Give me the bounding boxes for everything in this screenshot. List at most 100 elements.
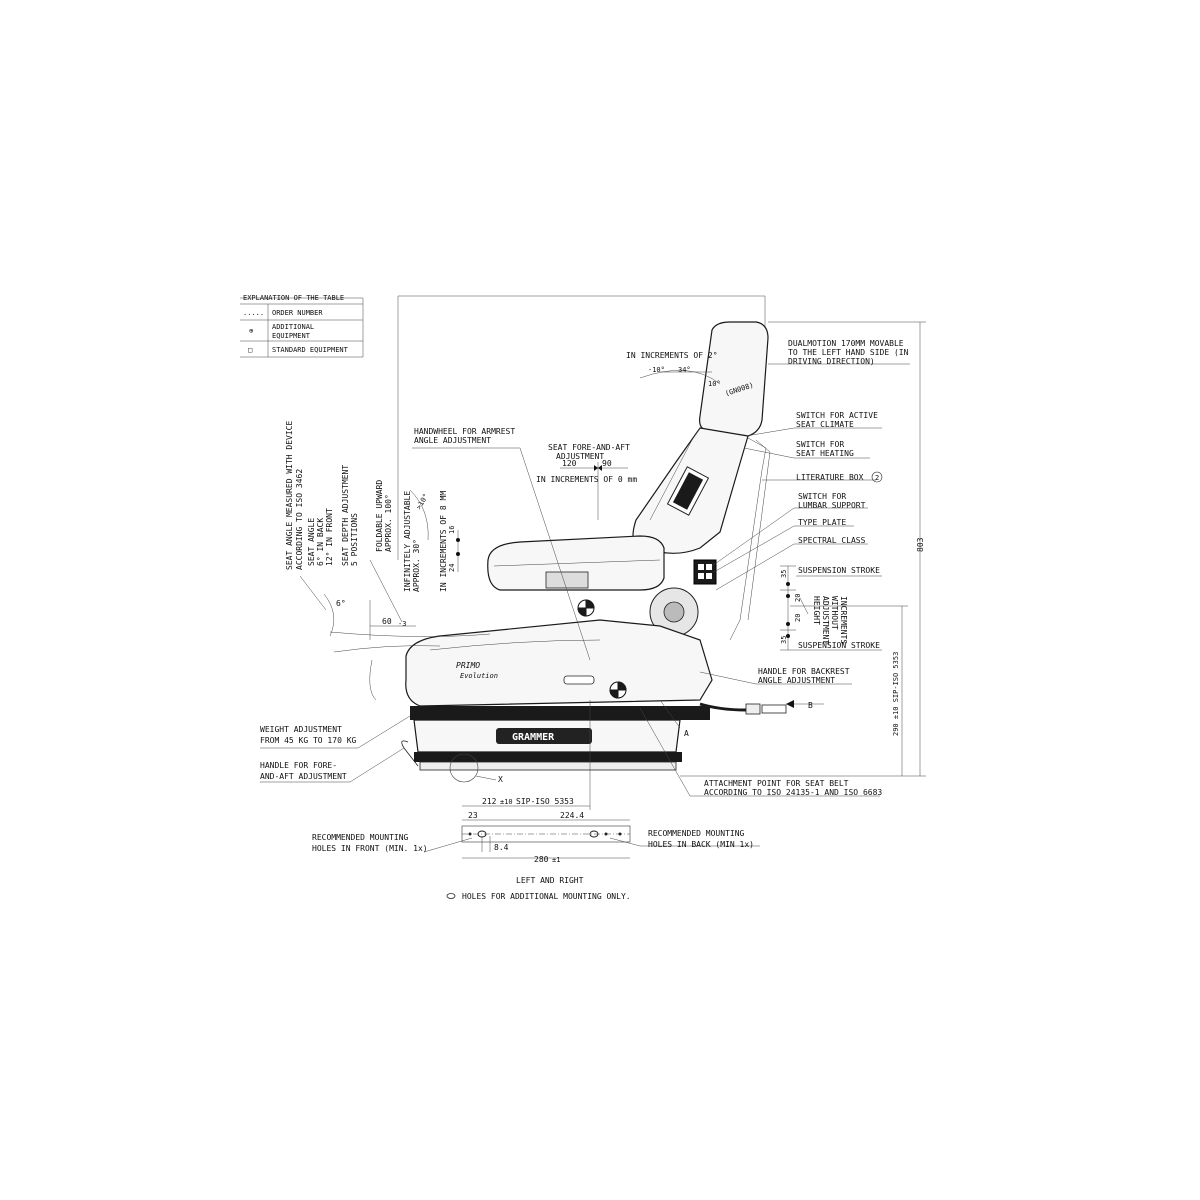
dim-212-std: SIP-ISO 5353: [516, 797, 574, 806]
dim-gt-10: >10°: [415, 492, 430, 511]
dim-290: 290 ±10 SIP-ISO 5353: [892, 652, 900, 736]
dim-6: 6°: [336, 599, 346, 608]
legend-table: EXPLANATION OF THE TABLE ..... ORDER NUM…: [240, 294, 364, 358]
model-name-2: Evolution: [460, 672, 498, 680]
callout-fore-aft-1: SEAT FORE-AND-AFT: [548, 443, 630, 452]
callout-backrest-increments: IN INCREMENTS OF 2°: [626, 351, 718, 360]
dim-212-tol: ±10: [500, 798, 513, 806]
model-name-1: PRIMO: [456, 661, 480, 670]
dim-35-top: 35: [780, 570, 788, 578]
callout-fore-aft-increments: IN INCREMENTS OF 0 mm: [536, 475, 637, 484]
callout-lumbar-2: LUMBAR SUPPORT: [798, 501, 866, 510]
callout-type-plate: TYPE PLATE: [798, 518, 846, 527]
dim-20-bottom: 20: [794, 614, 802, 622]
dim-23: 23: [468, 811, 478, 820]
legend-label-additional-2: EQUIPMENT: [272, 332, 311, 340]
dim-120: 120: [562, 459, 577, 468]
dim-280-tol: ±1: [552, 856, 560, 864]
legend-header: EXPLANATION OF THE TABLE: [243, 294, 344, 302]
callout-dualmotion-1: DUALMOTION 170MM MOVABLE: [788, 339, 904, 348]
legend-symbol-order: .....: [243, 309, 264, 317]
dim-minus-10: -10°: [648, 366, 665, 374]
callout-mount-front-1: RECOMMENDED MOUNTING: [312, 833, 409, 842]
callout-handle-fore-aft-2: AND-AFT ADJUSTMENT: [260, 772, 347, 781]
callout-suspension-top: SUSPENSION STROKE: [798, 566, 880, 575]
seat-illustration: (GN008) PRIMO Evolution GRAMMER: [329, 321, 787, 771]
dim-minus-3: -3: [398, 620, 406, 628]
callout-left-right: LEFT AND RIGHT: [516, 876, 584, 885]
callout-handle-fore-aft-1: HANDLE FOR FORE-: [260, 761, 337, 770]
marker-x: X: [498, 775, 503, 784]
callout-mount-back-1: RECOMMENDED MOUNTING: [648, 829, 745, 838]
cg-mark-lower: [609, 681, 627, 699]
callout-weight-2: FROM 45 KG TO 170 KG: [260, 736, 357, 745]
callout-handwheel-1: HANDWHEEL FOR ARMREST: [414, 427, 515, 436]
callout-height-adj-1: HEIGHT: [812, 596, 821, 625]
callout-holes-note: HOLES FOR ADDITIONAL MOUNTING ONLY.: [462, 892, 631, 901]
callout-backrest-handle-1: HANDLE FOR BACKREST: [758, 667, 850, 676]
lower-rail: [414, 752, 682, 762]
fore-aft-handle: [401, 740, 419, 767]
vlabel-seat-angle-1: SEAT ANGLE: [307, 518, 316, 566]
callout-literature-number: 2: [875, 474, 879, 482]
vertical-labels: SEAT ANGLE MEASURED WITH DEVICE ACCORDIN…: [285, 421, 448, 592]
slide-rail: [419, 761, 677, 771]
dim-224: 224.4: [560, 811, 584, 820]
cable: [699, 702, 747, 712]
vlabel-seat-depth-2: 5 POSITIONS: [350, 513, 359, 566]
marker-a: A: [684, 729, 689, 738]
brand-plate: [496, 728, 592, 744]
backrest-label-inner: [672, 472, 704, 510]
dim-212: 212: [482, 797, 497, 806]
callout-mount-back-2: HOLES IN BACK (MIN 1x): [648, 840, 754, 849]
callout-height-adj-3: WITHOUT: [830, 596, 839, 630]
dim-16: 16: [448, 526, 456, 534]
cg-mark-upper: [577, 599, 595, 617]
vlabel-infinitely-2: APPROX. 30°: [412, 539, 421, 592]
callout-texts: DUALMOTION 170MM MOVABLE TO THE LEFT HAN…: [260, 339, 909, 901]
callout-climate-2: SEAT CLIMATE: [796, 420, 854, 429]
dim-8-4: 8.4: [494, 843, 509, 852]
legend-symbol-standard: □: [248, 346, 252, 354]
vlabel-increments-8: IN INCREMENTS OF 8 MM: [439, 491, 448, 592]
callout-height-adj-4: INCREMENTS: [839, 596, 848, 644]
callout-climate-1: SWITCH FOR ACTIVE: [796, 411, 878, 420]
base-handle: [563, 675, 595, 685]
vlabel-seat-angle-device-2: ACCORDING TO ISO 3462: [295, 469, 304, 570]
callout-seat-belt-1: ATTACHMENT POINT FOR SEAT BELT: [704, 779, 849, 788]
vlabel-seat-angle-2: 6° IN BACK: [316, 518, 325, 566]
callout-literature: LITERATURE BOX: [796, 473, 864, 482]
callout-heating-2: SEAT HEATING: [796, 449, 854, 458]
callout-height-adj-2: ADJUSTMENT: [821, 596, 830, 644]
dim-10: 10°: [708, 380, 721, 388]
dim-20-top: 20: [794, 594, 802, 602]
vlabel-foldable-2: APPROX. 100°: [384, 494, 393, 552]
legend-symbol-additional: ⊕: [249, 327, 254, 335]
brand-name: GRAMMER: [512, 732, 555, 743]
seat-base: [405, 619, 713, 707]
callout-mount-front-2: HOLES IN FRONT (MIN. 1x): [312, 844, 428, 853]
armrest-bracket: [545, 571, 589, 589]
legend-label-additional-1: ADDITIONAL: [272, 323, 314, 331]
callout-handwheel-2: ANGLE ADJUSTMENT: [414, 436, 491, 445]
callout-weight-1: WEIGHT ADJUSTMENT: [260, 725, 342, 734]
vlabel-seat-angle-device-1: SEAT ANGLE MEASURED WITH DEVICE: [285, 421, 294, 570]
vlabel-seat-angle-3: 12° IN FRONT: [325, 508, 334, 566]
callout-heating-1: SWITCH FOR: [796, 440, 844, 449]
dim-280: 280: [534, 855, 549, 864]
dim-90: 90: [602, 459, 612, 468]
vlabel-infinitely-1: INFINITELY ADJUSTABLE: [403, 491, 412, 592]
vlabel-foldable-1: FOLDABLE UPWARD: [375, 480, 384, 552]
marker-b: B: [808, 701, 813, 710]
dim-60: 60: [382, 617, 392, 626]
callout-lumbar-1: SWITCH FOR: [798, 492, 846, 501]
backrest: [699, 321, 769, 437]
slot-hole-icon: [446, 893, 456, 899]
callout-spectral: SPECTRAL CLASS: [798, 536, 866, 545]
switch-box: [693, 559, 717, 585]
suspension-frame: [410, 706, 710, 720]
dim-34: 34°: [678, 366, 691, 374]
callout-seat-belt-2: ACCORDING TO ISO 24135-1 AND ISO 6683: [704, 788, 882, 797]
dim-803: 803: [916, 537, 925, 552]
